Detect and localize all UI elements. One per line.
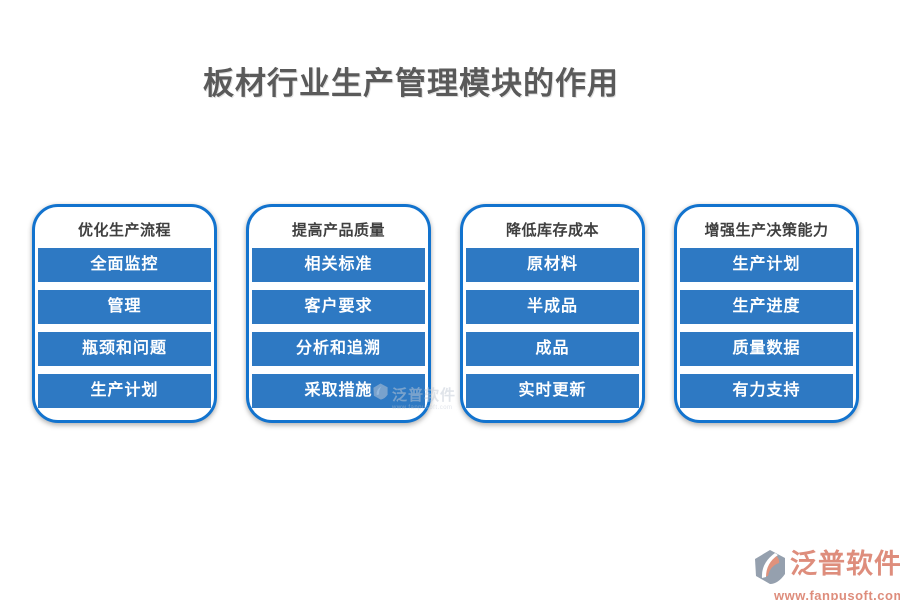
card-item: 相关标准 bbox=[252, 248, 425, 282]
card-item: 采取措施 bbox=[252, 374, 425, 408]
watermark-brand-text: 泛普软件 bbox=[790, 549, 900, 579]
card-title: 优化生产流程 bbox=[77, 222, 171, 239]
card-title: 提高产品质量 bbox=[291, 222, 385, 239]
card-improve-quality: 提高产品质量 相关标准 客户要求 分析和追溯 采取措施 bbox=[246, 204, 431, 423]
card-item: 全面监控 bbox=[38, 248, 211, 282]
card-item: 有力支持 bbox=[680, 374, 853, 408]
card-item: 客户要求 bbox=[252, 290, 425, 324]
watermark-url-text: www.fanpusoft.com bbox=[774, 588, 900, 600]
card-item-list: 生产计划 生产进度 质量数据 有力支持 bbox=[680, 248, 853, 408]
page-title: 板材行业生产管理模块的作用 bbox=[203, 66, 619, 101]
card-title: 降低库存成本 bbox=[505, 222, 599, 239]
fanpu-logo-icon bbox=[752, 549, 788, 590]
card-item-list: 全面监控 管理 瓶颈和问题 生产计划 bbox=[38, 248, 211, 408]
card-item: 半成品 bbox=[466, 290, 639, 324]
card-title: 增强生产决策能力 bbox=[704, 222, 829, 239]
card-item: 成品 bbox=[466, 332, 639, 366]
card-item: 原材料 bbox=[466, 248, 639, 282]
card-item: 生产计划 bbox=[680, 248, 853, 282]
card-optimize-process: 优化生产流程 全面监控 管理 瓶颈和问题 生产计划 bbox=[32, 204, 217, 423]
watermark-corner: 泛普软件 www.fanpusoft.com bbox=[752, 549, 900, 600]
card-item: 分析和追溯 bbox=[252, 332, 425, 366]
card-item: 生产计划 bbox=[38, 374, 211, 408]
card-item: 实时更新 bbox=[466, 374, 639, 408]
card-item: 管理 bbox=[38, 290, 211, 324]
card-enhance-decision: 增强生产决策能力 生产计划 生产进度 质量数据 有力支持 bbox=[674, 204, 859, 423]
card-reduce-inventory-cost: 降低库存成本 原材料 半成品 成品 实时更新 bbox=[460, 204, 645, 423]
card-item-list: 相关标准 客户要求 分析和追溯 采取措施 bbox=[252, 248, 425, 408]
card-item-list: 原材料 半成品 成品 实时更新 bbox=[466, 248, 639, 408]
card-item: 瓶颈和问题 bbox=[38, 332, 211, 366]
card-item: 生产进度 bbox=[680, 290, 853, 324]
card-item: 质量数据 bbox=[680, 332, 853, 366]
